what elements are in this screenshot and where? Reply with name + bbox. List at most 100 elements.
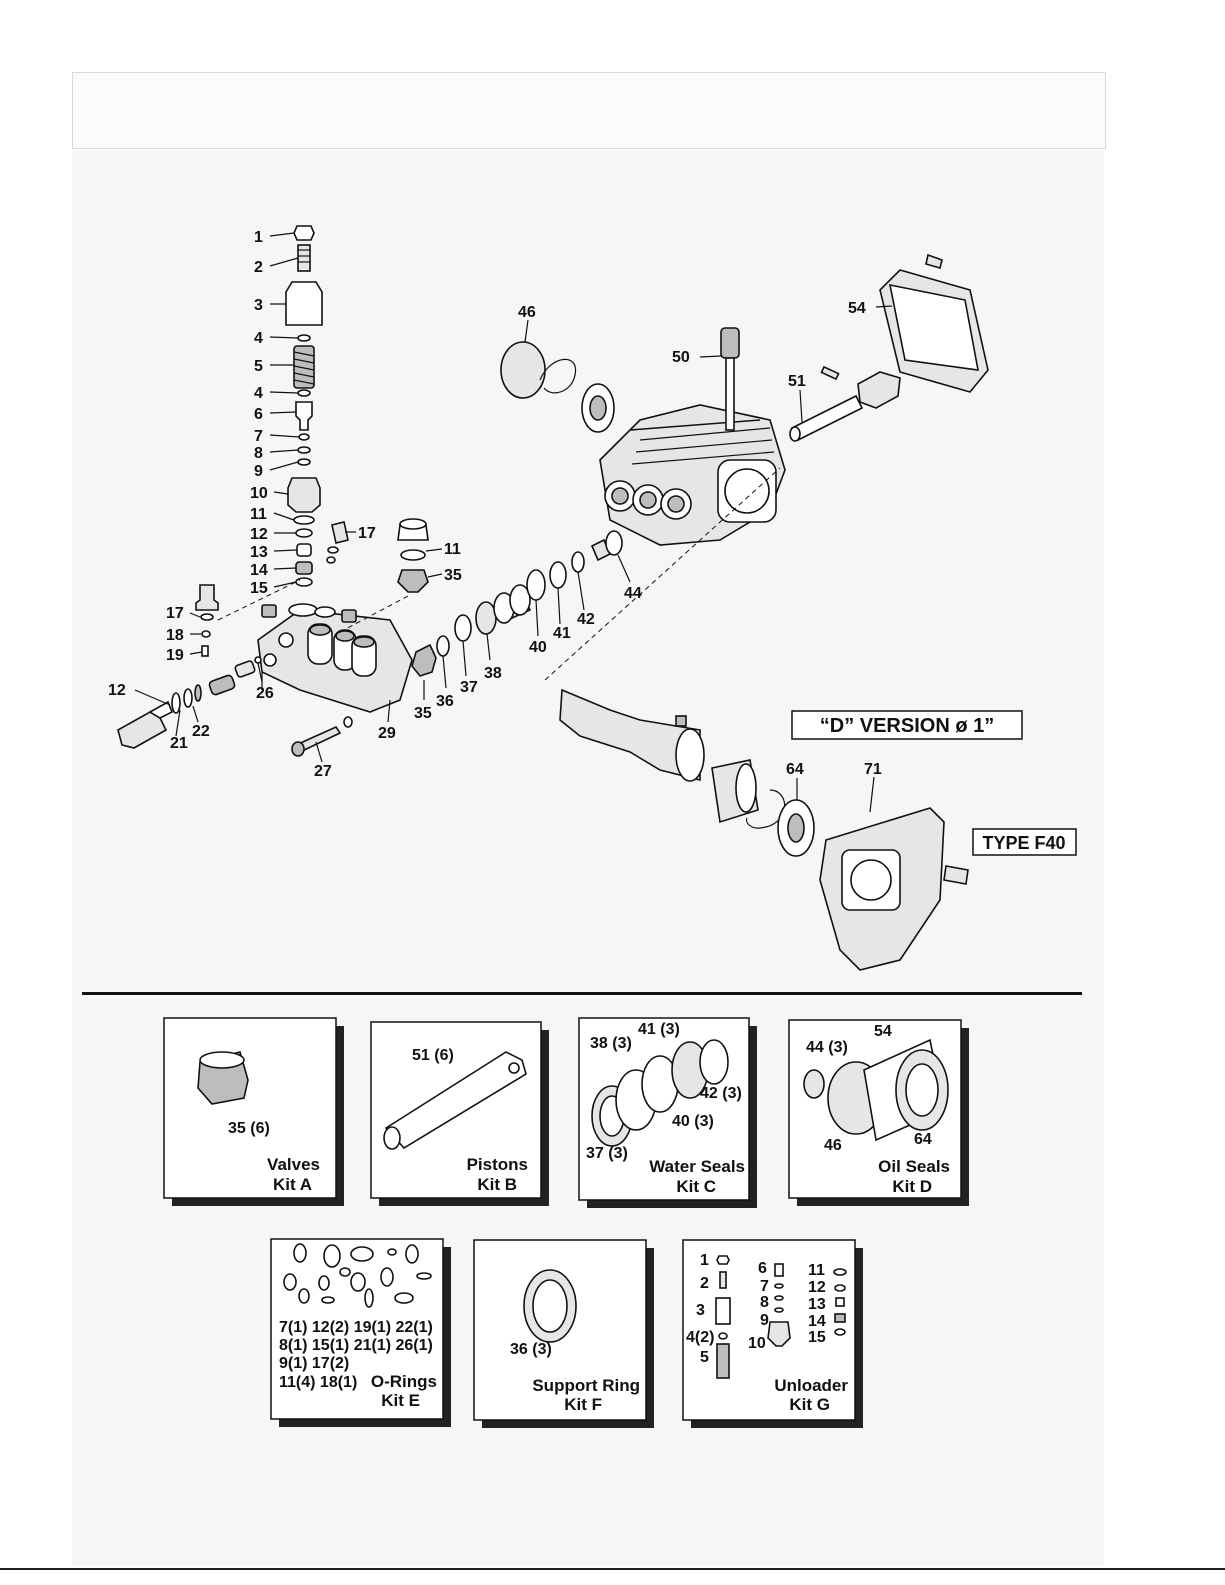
- callout-46: 46: [518, 304, 536, 321]
- kit-e-line-2: 8(1) 15(1) 21(1) 26(1): [279, 1337, 433, 1354]
- callout-36: 36: [436, 693, 454, 710]
- kit-d-label-64: 64: [914, 1131, 932, 1148]
- header-box: [72, 72, 1106, 149]
- kit-g-label-7: 7: [760, 1278, 769, 1295]
- kit-g-label-1: 1: [700, 1252, 709, 1269]
- callout-71: 71: [864, 761, 882, 778]
- part-8-oring: [297, 446, 311, 454]
- callout-27: 27: [314, 763, 332, 780]
- part-5-spring: [293, 345, 315, 389]
- kit-g-label-12: 12: [808, 1279, 826, 1296]
- callout-51: 51: [788, 373, 806, 390]
- kit-d-box: 44 (3) 54 46 64 Oil Seals Kit D: [788, 1019, 969, 1206]
- kit-g-label-11: 11: [808, 1262, 825, 1279]
- callout-17: 17: [166, 605, 184, 622]
- unloader-assembly: [269, 225, 323, 588]
- callout-4: 4: [254, 385, 263, 402]
- kit-e-line-3: 9(1) 17(2): [279, 1355, 349, 1372]
- callout-42: 42: [577, 611, 595, 628]
- section-divider: [82, 992, 1082, 995]
- callout-8: 8: [254, 445, 263, 462]
- type-label: TYPE F40: [982, 833, 1065, 853]
- kit-a-box: 35 (6) Valves Kit A: [163, 1017, 344, 1206]
- kit-c-label-38: 38 (3): [590, 1035, 632, 1052]
- kit-f-subtitle: Kit F: [564, 1395, 602, 1414]
- kit-d-title: Oil Seals: [878, 1157, 950, 1176]
- callout-44: 44: [624, 585, 642, 602]
- kit-g-label-5: 5: [700, 1349, 709, 1366]
- callout-12: 12: [250, 526, 268, 543]
- kit-c-label-40: 40 (3): [672, 1113, 714, 1130]
- kit-b-piston-icon: [384, 1051, 527, 1150]
- kit-c-label-37: 37 (3): [586, 1145, 628, 1162]
- kit-d-label-46: 46: [824, 1137, 842, 1154]
- bearing-seal-group: [711, 759, 815, 857]
- inlet-fitting-group: [117, 656, 263, 749]
- kit-e-line-1: 7(1) 12(2) 19(1) 22(1): [279, 1319, 433, 1336]
- kit-g-label-14: 14: [808, 1313, 826, 1330]
- kit-c-label-41: 41 (3): [638, 1021, 680, 1038]
- part-7-oring: [298, 433, 310, 441]
- kit-e-title: O-Rings: [371, 1372, 437, 1391]
- part-4b-washer: [297, 389, 311, 397]
- part-4-washer: [297, 334, 311, 342]
- kit-b-box: 51 (6) Pistons Kit B: [370, 1021, 549, 1206]
- side-cover-group: [500, 319, 615, 433]
- callout-1: 1: [254, 229, 263, 246]
- callout-21: 21: [170, 735, 188, 752]
- callout-14: 14: [250, 562, 268, 579]
- seal-stack: [411, 530, 631, 700]
- kit-d-subtitle: Kit D: [892, 1177, 932, 1196]
- part-15-oring: [295, 577, 313, 587]
- kit-f-title: Support Ring: [532, 1376, 640, 1395]
- kit-g-label-4: 4(2): [686, 1329, 714, 1346]
- kit-d-label-54: 54: [874, 1023, 892, 1040]
- callout-50: 50: [672, 349, 690, 366]
- callout-17: 17: [358, 525, 376, 542]
- part-12-oring: [295, 528, 313, 538]
- callout-18: 18: [166, 627, 184, 644]
- part-9-oring: [297, 458, 311, 466]
- part-14-valve: [295, 561, 313, 575]
- version-label: “D” VERSION ø 1”: [820, 715, 994, 737]
- kit-g-title: Unloader: [774, 1376, 848, 1395]
- callout-12: 12: [108, 682, 126, 699]
- crankcase: [599, 404, 786, 546]
- piston-51: [789, 365, 901, 442]
- kit-f-box: 36 (3) Support Ring Kit F: [473, 1239, 654, 1428]
- kit-g-label-10: 10: [748, 1335, 766, 1352]
- kit-b-subtitle: Kit B: [477, 1175, 517, 1194]
- kit-d-label-44: 44 (3): [806, 1039, 848, 1056]
- callout-11: 11: [250, 506, 267, 523]
- callout-22: 22: [192, 723, 210, 740]
- kit-b-part-label: 51 (6): [412, 1047, 454, 1064]
- kit-b-title: Pistons: [467, 1155, 528, 1174]
- kit-g-label-6: 6: [758, 1260, 767, 1277]
- callout-9: 9: [254, 463, 263, 480]
- kit-g-label-8: 8: [760, 1294, 769, 1311]
- callout-37: 37: [460, 679, 478, 696]
- dipstick-50: [699, 327, 740, 431]
- callout-6: 6: [254, 406, 263, 423]
- callout-5: 5: [254, 358, 263, 375]
- callout-29: 29: [378, 725, 396, 742]
- callout-64: 64: [786, 761, 804, 778]
- part-17-plug-top: [326, 521, 356, 564]
- part-2-stud: [297, 244, 311, 272]
- kit-e-box: 7(1) 12(2) 19(1) 22(1) 8(1) 15(1) 21(1) …: [270, 1238, 451, 1427]
- type-label-box: TYPE F40: [972, 828, 1077, 856]
- bolt-27: [291, 699, 391, 763]
- callout-41: 41: [553, 625, 571, 642]
- kit-a-part-label: 35 (6): [228, 1120, 270, 1137]
- part-13-seat: [296, 543, 312, 557]
- kit-g-label-15: 15: [808, 1329, 826, 1346]
- kit-c-title: Water Seals: [649, 1157, 745, 1176]
- kit-g-label-13: 13: [808, 1296, 826, 1313]
- valve-plug-group: [397, 518, 443, 593]
- kit-g-box: 1 2 3 4(2) 5 6 7 8 9 10 11 12 13 14 15 U…: [682, 1239, 863, 1428]
- callout-54: 54: [848, 300, 866, 317]
- part-10-unloader-body: [287, 477, 321, 513]
- flange-71: [819, 776, 969, 971]
- rear-cover-54: [875, 253, 989, 393]
